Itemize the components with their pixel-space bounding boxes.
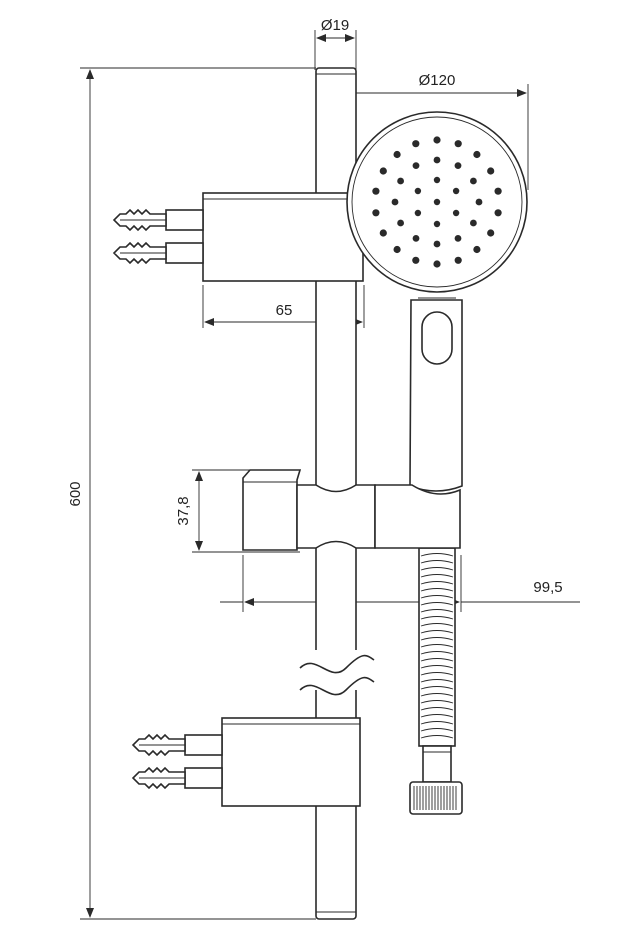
- head-diameter-label: Ø120: [419, 72, 456, 89]
- nozzle: [412, 140, 420, 148]
- hose-coil: [420, 553, 454, 557]
- nozzle: [454, 140, 462, 148]
- hose-coil: [420, 714, 454, 718]
- nozzle: [397, 177, 404, 185]
- hose-coil: [420, 707, 454, 711]
- bracket-depth-label: 65: [276, 302, 293, 319]
- hand-shower: [346, 111, 528, 492]
- hose-coil: [420, 616, 454, 620]
- hose-coil: [420, 679, 454, 683]
- nozzle: [487, 229, 495, 237]
- nozzle: [454, 256, 462, 264]
- nozzle: [393, 245, 401, 254]
- hose-coil: [420, 567, 454, 571]
- nozzle: [412, 235, 420, 242]
- nozzle: [475, 198, 483, 206]
- hose-coil: [420, 630, 454, 634]
- hose-coil: [420, 686, 454, 690]
- nozzle: [379, 229, 387, 237]
- hose-nut: [409, 781, 463, 815]
- dimension-slider-depth: 99,5: [220, 555, 580, 612]
- nozzle: [452, 209, 460, 217]
- shower-hose: [418, 547, 456, 783]
- hose-coil: [420, 574, 454, 578]
- hose-coil: [420, 602, 454, 606]
- spray-nozzles: [372, 136, 502, 268]
- hose-coil: [420, 560, 454, 564]
- dimension-total-height: 600: [67, 67, 316, 920]
- bar-diameter-label: Ø19: [321, 17, 349, 34]
- nozzle: [433, 260, 441, 268]
- hose-coil: [420, 609, 454, 613]
- nozzle: [473, 150, 481, 159]
- nozzle: [452, 187, 460, 195]
- nozzle: [487, 167, 495, 175]
- nozzle: [412, 162, 420, 170]
- nozzle: [454, 235, 462, 242]
- hose-coil: [420, 644, 454, 648]
- nozzle: [393, 150, 401, 159]
- slider-depth-label: 99,5: [533, 579, 562, 596]
- nozzle: [494, 187, 502, 195]
- hose-coil: [420, 651, 454, 655]
- hose-coil: [420, 637, 454, 641]
- hose-coil: [420, 658, 454, 662]
- wall-plug-lower-1: [131, 733, 186, 757]
- nozzle: [414, 187, 422, 195]
- hose-coil: [420, 623, 454, 627]
- nozzle: [433, 220, 441, 228]
- nozzle: [494, 209, 502, 217]
- slider-height-label: 37,8: [175, 496, 192, 525]
- nozzle: [433, 240, 441, 248]
- nozzle: [433, 198, 441, 206]
- nozzle: [433, 136, 441, 144]
- nozzle: [473, 245, 481, 254]
- nozzle: [433, 176, 441, 184]
- nozzle: [470, 177, 477, 185]
- hose-coil: [420, 700, 454, 704]
- total-height-label: 600: [67, 481, 84, 506]
- nozzle: [412, 256, 420, 264]
- hose-coil: [420, 693, 454, 697]
- hose-coils: [420, 553, 454, 739]
- nozzle: [470, 219, 477, 227]
- hose-coil: [420, 672, 454, 676]
- nozzle: [397, 219, 404, 227]
- hose-coil: [420, 728, 454, 732]
- nozzle: [379, 167, 387, 175]
- hose-coil: [420, 735, 454, 739]
- nozzle: [433, 156, 441, 164]
- slider-holder: [242, 469, 461, 551]
- lower-wall-bracket: [184, 717, 361, 807]
- hose-coil: [420, 665, 454, 669]
- wall-plug-upper-1: [112, 208, 167, 232]
- nozzle: [391, 198, 399, 206]
- nozzle: [372, 187, 380, 195]
- dimension-bar-diameter: Ø19: [314, 17, 357, 70]
- wall-plug-upper-2: [112, 241, 167, 265]
- upper-wall-bracket: [165, 192, 364, 282]
- hose-coil: [420, 595, 454, 599]
- nozzle: [454, 162, 462, 170]
- wall-plug-lower-2: [131, 766, 186, 790]
- hose-coil: [420, 721, 454, 725]
- nozzle: [372, 209, 380, 217]
- hose-coil: [420, 588, 454, 592]
- nozzle: [414, 209, 422, 217]
- nut-knurl: [413, 786, 457, 810]
- dimension-bracket-depth: 65: [202, 285, 365, 328]
- hose-coil: [420, 581, 454, 585]
